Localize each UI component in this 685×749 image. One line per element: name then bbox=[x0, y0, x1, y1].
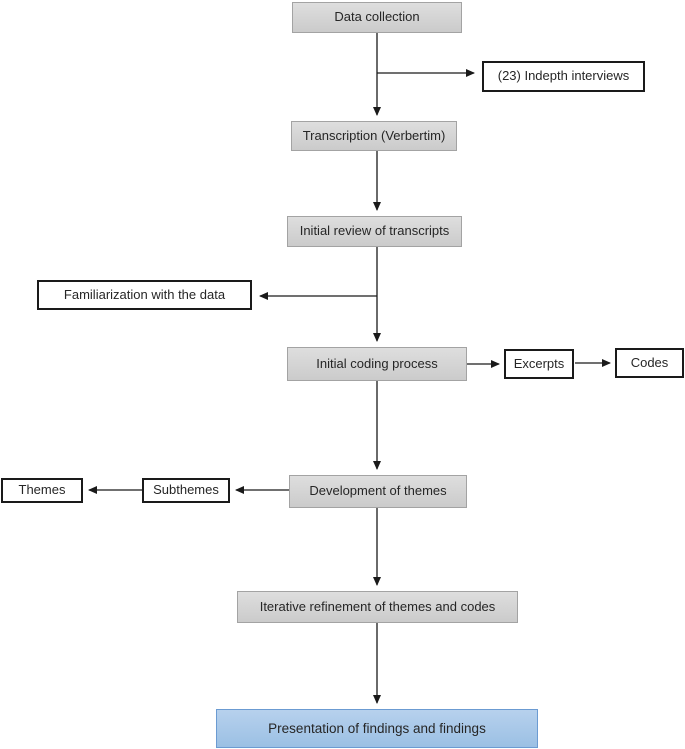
node-excerpts: Excerpts bbox=[504, 349, 574, 379]
node-development-themes: Development of themes bbox=[289, 475, 467, 508]
node-initial-coding: Initial coding process bbox=[287, 347, 467, 381]
node-transcription: Transcription (Verbertim) bbox=[291, 121, 457, 151]
node-indepth-interviews: (23) Indepth interviews bbox=[482, 61, 645, 92]
node-subthemes: Subthemes bbox=[142, 478, 230, 503]
node-familiarization: Familiarization with the data bbox=[37, 280, 252, 310]
node-codes: Codes bbox=[615, 348, 684, 378]
node-data-collection: Data collection bbox=[292, 2, 462, 33]
node-presentation: Presentation of findings and findings bbox=[216, 709, 538, 748]
node-themes: Themes bbox=[1, 478, 83, 503]
node-iterative-refinement: Iterative refinement of themes and codes bbox=[237, 591, 518, 623]
node-initial-review: Initial review of transcripts bbox=[287, 216, 462, 247]
